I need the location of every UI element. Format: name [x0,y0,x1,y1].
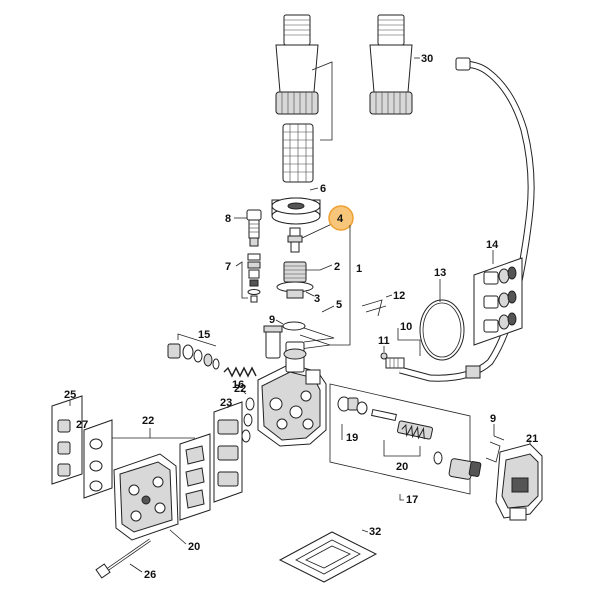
gasket-kit-32 [278,531,378,583]
callout-10: 10 [400,321,412,333]
callout-17: 17 [406,494,418,506]
pressure-switch-21 [495,443,543,521]
callout-12: 12 [393,290,405,302]
valve-set-24 [179,433,211,521]
valve-insert [287,227,303,253]
callout-27: 27 [76,419,88,431]
clip-12 [361,299,387,317]
callout-6: 6 [320,183,326,195]
seal-kit-26 [51,395,83,485]
valve-kit-25 [213,401,243,503]
seal-kit-14 [473,257,523,346]
callout-13: 13 [434,267,446,279]
callout-26: 25 [64,389,76,401]
callout-24: 22 [142,415,154,427]
retaining-clips [299,327,335,350]
callout-9-upper: 9 [269,314,275,326]
callout-25: 23 [220,397,232,409]
small-valve [246,209,262,247]
pump-head [257,325,327,447]
callout-11: 11 [378,335,390,347]
callout-16: 16 [232,379,244,391]
callout-5: 5 [336,299,342,311]
seal-disc [271,197,321,225]
valve-stack [247,253,261,303]
callout-9-lower: 9 [490,413,496,425]
callout-21: 21 [526,433,538,445]
callout-20: 20 [396,461,408,473]
clip-9-lower [485,435,505,463]
callout-3: 3 [314,293,320,305]
callout-23: 20 [188,541,200,553]
highlight-circle [328,205,354,231]
callout-2: 2 [334,261,340,273]
callout-1: 1 [356,263,362,275]
callout-32: 32 [369,526,381,538]
unloader-kit-15 [167,343,220,370]
high-pressure-hose [385,57,535,382]
callout-15: 15 [198,329,210,341]
callout-4: 4 [337,213,344,225]
callout-28: 26 [144,569,156,581]
bolt-28 [95,538,151,579]
seal-kit-27 [83,419,113,499]
spring-16 [223,366,257,378]
filter-housing-left [275,14,319,115]
o-ring-13 [419,299,465,361]
callout-7: 7 [225,261,231,273]
callout-22: 22 [234,383,246,395]
o-rings-22 [241,397,255,443]
callout-19: 19 [346,432,358,444]
bypass-assembly-17 [329,383,482,495]
filter-housing-right [369,14,413,115]
callout-8: 8 [225,213,231,225]
threaded-nut [276,261,314,299]
callout-14: 14 [486,239,499,251]
filter-element [282,123,314,183]
crankcase-23 [113,453,179,541]
callout-30: 30 [421,53,433,65]
